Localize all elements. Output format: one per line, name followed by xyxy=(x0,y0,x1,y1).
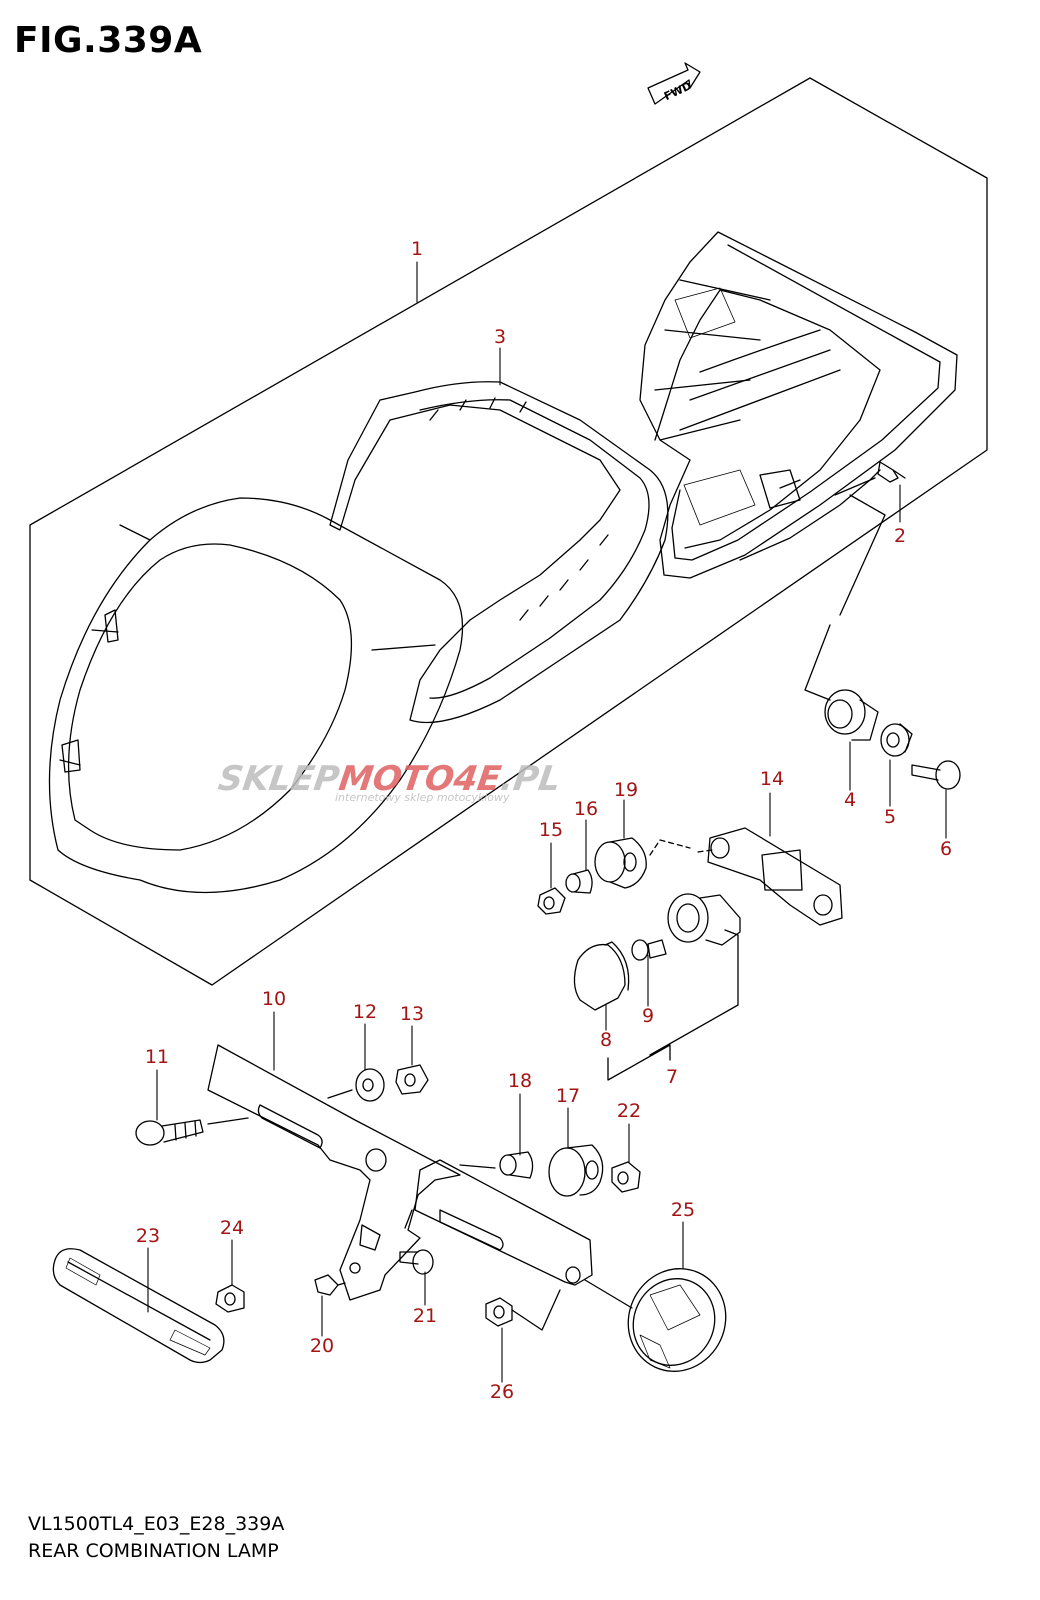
callout-22[interactable]: 22 xyxy=(617,1100,641,1122)
lamp-gasket xyxy=(329,381,669,724)
callout-4[interactable]: 4 xyxy=(844,789,856,811)
callout-5[interactable]: 5 xyxy=(884,806,896,828)
callout-21[interactable]: 21 xyxy=(413,1305,437,1327)
bulb-9 xyxy=(631,939,667,961)
bolt-21 xyxy=(399,1249,434,1275)
fwd-arrow-icon xyxy=(647,62,701,105)
callout-9[interactable]: 9 xyxy=(642,1005,654,1027)
assembly-boundary xyxy=(29,77,988,986)
nut-24 xyxy=(215,1284,245,1313)
nut-22 xyxy=(611,1161,641,1193)
callout-14[interactable]: 14 xyxy=(760,768,784,790)
washer-5 xyxy=(880,723,913,757)
callout-11[interactable]: 11 xyxy=(145,1046,169,1068)
lamp-housing xyxy=(639,231,958,579)
side-reflector-23 xyxy=(52,1248,225,1364)
callout-26[interactable]: 26 xyxy=(490,1381,514,1403)
nut-15 xyxy=(537,887,566,915)
watermark-brand-num: 4E xyxy=(450,759,503,799)
collar-18 xyxy=(499,1151,534,1179)
callout-8[interactable]: 8 xyxy=(600,1029,612,1051)
socket xyxy=(667,893,741,946)
nut-26 xyxy=(485,1289,561,1331)
watermark-brand-right: .PL xyxy=(498,759,563,799)
callout-20[interactable]: 20 xyxy=(310,1335,334,1357)
callout-10[interactable]: 10 xyxy=(262,988,286,1010)
bolt-20 xyxy=(314,1274,346,1296)
watermark-brand-mid: MOTO xyxy=(336,759,456,799)
grommet-17 xyxy=(548,1144,604,1197)
watermark-brand-left: SKLEP xyxy=(216,759,342,799)
assembly-name: REAR COMBINATION LAMP xyxy=(28,1540,279,1562)
leader-housing-mount xyxy=(839,494,886,616)
callout-7[interactable]: 7 xyxy=(666,1066,678,1088)
callout-13[interactable]: 13 xyxy=(400,1003,424,1025)
bolt-11 xyxy=(135,1117,249,1146)
lamp-lens xyxy=(48,497,464,894)
lamp-cap-8 xyxy=(573,941,630,1011)
callout-1[interactable]: 1 xyxy=(411,238,423,260)
round-reflector-25 xyxy=(584,1268,727,1372)
leader-washer-12 xyxy=(327,1089,353,1099)
callout-2[interactable]: 2 xyxy=(894,525,906,547)
callout-19[interactable]: 19 xyxy=(614,779,638,801)
callout-3[interactable]: 3 xyxy=(494,326,506,348)
callout-15[interactable]: 15 xyxy=(539,819,563,841)
callout-6[interactable]: 6 xyxy=(940,838,952,860)
callout-17[interactable]: 17 xyxy=(556,1085,580,1107)
collar-16 xyxy=(565,869,593,894)
leader-socket-7 xyxy=(607,929,739,1081)
callout-18[interactable]: 18 xyxy=(508,1070,532,1092)
screw-2 xyxy=(834,461,906,496)
leader-plate xyxy=(649,839,713,856)
license-bracket-10 xyxy=(207,1044,593,1301)
grommet-4 xyxy=(824,689,879,741)
callout-25[interactable]: 25 xyxy=(671,1199,695,1221)
bracket-plate-14 xyxy=(707,827,843,926)
model-code: VL1500TL4_E03_E28_339A xyxy=(28,1513,285,1535)
figure-title: FIG.339A xyxy=(14,20,203,61)
washer-12 xyxy=(355,1068,385,1102)
leader-housing-mount-2 xyxy=(804,624,831,701)
callout-leaders xyxy=(147,261,947,1383)
callout-24[interactable]: 24 xyxy=(220,1217,244,1239)
nut-13 xyxy=(395,1064,429,1095)
grommet-19 xyxy=(594,837,647,889)
callout-12[interactable]: 12 xyxy=(353,1001,377,1023)
callout-23[interactable]: 23 xyxy=(136,1225,160,1247)
svg-text:SKLEPMOTO4E.PL: SKLEPMOTO4E.PL xyxy=(216,759,563,799)
callout-16[interactable]: 16 xyxy=(574,798,598,820)
screw-6 xyxy=(911,760,961,790)
watermark: SKLEPMOTO4E.PL internetowy sklep motocyk… xyxy=(216,759,563,804)
watermark-tagline: internetowy sklep motocyklowy xyxy=(335,791,510,804)
